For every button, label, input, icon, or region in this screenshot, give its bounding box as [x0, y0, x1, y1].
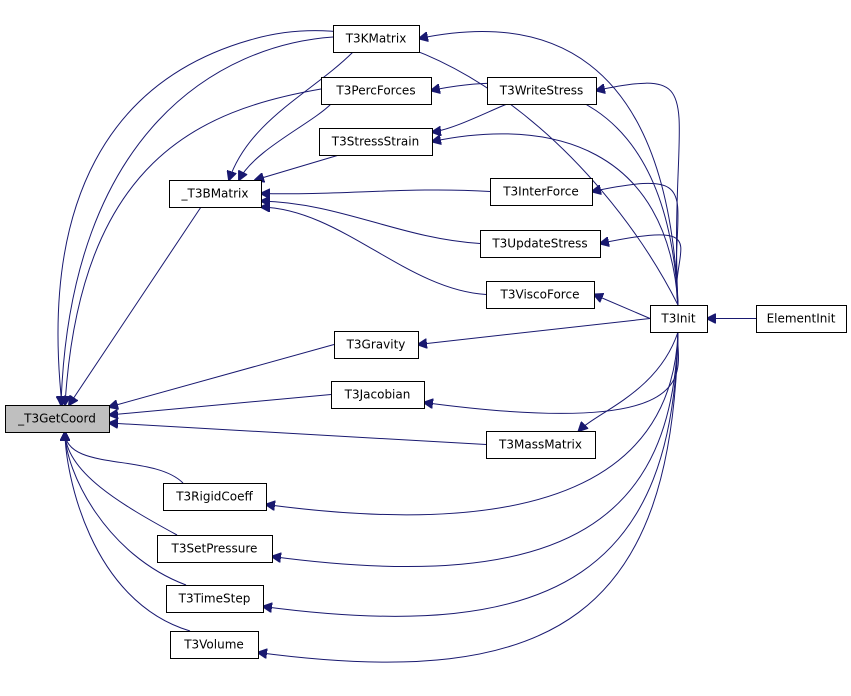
- edge-interforce-to-bmatrix: [261, 190, 491, 194]
- node-label-gravity: T3Gravity: [346, 338, 406, 352]
- node-label-volume: T3Volume: [183, 638, 244, 652]
- edge-init-to-percforces: [431, 82, 679, 306]
- edge-gravity-to-getcoord: [109, 344, 335, 408]
- edge-updatestress-to-bmatrix: [261, 201, 481, 244]
- node-viscoforce[interactable]: T3ViscoForce: [486, 281, 595, 309]
- edge-init-to-stressstrain: [432, 133, 679, 306]
- node-box-elementinit[interactable]: [756, 305, 847, 333]
- nodes-layer: _T3GetCoord _T3BMatrix T3KMatrixT3PercForc…: [5, 25, 847, 659]
- node-gravity[interactable]: T3Gravity: [334, 331, 419, 359]
- node-writestress[interactable]: T3WriteStress: [487, 77, 597, 105]
- node-setpressure[interactable]: T3SetPressure: [157, 535, 273, 563]
- edge-percforces-to-getcoord: [65, 88, 322, 405]
- node-box-gravity[interactable]: [334, 331, 419, 359]
- node-label-setpressure: T3SetPressure: [171, 542, 258, 556]
- edge-init-to-rigidcoeff: [266, 331, 679, 516]
- edge-init-to-setpressure: [272, 331, 679, 568]
- node-stressstrain[interactable]: T3StressStrain: [319, 128, 433, 156]
- node-label-timestep: T3TimeStep: [178, 592, 251, 606]
- node-box-bmatrix[interactable]: [169, 180, 262, 208]
- edge-kmatrix-to-bmatrix: [229, 51, 354, 180]
- edge-bmatrix-to-getcoord: [69, 206, 202, 405]
- node-box-writestress[interactable]: [487, 77, 597, 105]
- node-label-percforces: T3PercForces: [335, 84, 415, 98]
- node-box-updatestress[interactable]: [480, 230, 601, 258]
- node-box-volume[interactable]: [170, 631, 259, 659]
- node-label-elementinit: ElementInit: [767, 312, 836, 326]
- edge-massmatrix-to-getcoord: [109, 423, 487, 445]
- node-box-setpressure[interactable]: [157, 535, 273, 563]
- node-elementinit[interactable]: ElementInit: [756, 305, 847, 333]
- edge-stressstrain-to-bmatrix: [255, 154, 340, 180]
- node-box-rigidcoeff[interactable]: [163, 483, 267, 511]
- edge-timestep-to-getcoord: [65, 432, 187, 586]
- node-box-timestep[interactable]: [166, 585, 264, 613]
- edge-init-to-updatestress: [600, 234, 682, 306]
- node-label-kmatrix: T3KMatrix: [345, 32, 407, 46]
- edge-init-to-massmatrix: [579, 331, 679, 431]
- node-label-interforce: T3InterForce: [502, 185, 579, 199]
- edge-init-to-kmatrix: [419, 30, 679, 306]
- edge-jacobian-to-getcoord: [109, 394, 332, 416]
- edges-layer: [58, 30, 756, 663]
- node-kmatrix[interactable]: T3KMatrix: [333, 25, 420, 53]
- node-label-jacobian: T3Jacobian: [344, 388, 411, 402]
- edge-init-to-jacobian: [424, 331, 679, 414]
- edge-setpressure-to-getcoord: [65, 432, 178, 536]
- node-updatestress[interactable]: T3UpdateStress: [480, 230, 601, 258]
- edge-writestress-to-stressstrain: [432, 103, 508, 132]
- node-bmatrix[interactable]: _T3BMatrix: [169, 180, 262, 208]
- node-getcoord[interactable]: _T3GetCoord: [5, 405, 110, 433]
- edge-init-to-timestep: [263, 331, 679, 617]
- node-massmatrix[interactable]: T3MassMatrix: [486, 431, 596, 459]
- node-box-stressstrain[interactable]: [319, 128, 433, 156]
- node-label-getcoord: _T3GetCoord: [17, 412, 96, 426]
- edge-init-to-interforce: [592, 182, 679, 306]
- node-volume[interactable]: T3Volume: [170, 631, 259, 659]
- edge-init-to-viscoforce: [594, 295, 651, 319]
- node-label-viscoforce: T3ViscoForce: [500, 288, 580, 302]
- node-box-init[interactable]: [650, 305, 708, 333]
- node-timestep[interactable]: T3TimeStep: [166, 585, 264, 613]
- node-percforces[interactable]: T3PercForces: [321, 77, 432, 105]
- node-label-init: T3Init: [660, 312, 695, 326]
- edge-init-to-volume: [258, 331, 679, 663]
- edge-kmatrix-to-getcoord: [61, 36, 334, 405]
- node-label-writestress: T3WriteStress: [499, 84, 584, 98]
- node-label-stressstrain: T3StressStrain: [331, 135, 419, 149]
- node-label-rigidcoeff: T3RigidCoeff: [175, 490, 253, 504]
- node-box-kmatrix[interactable]: [333, 25, 420, 53]
- edge-init-to-gravity: [418, 318, 651, 345]
- edge-volume-to-getcoord: [65, 432, 191, 632]
- edge-init-to-writestress: [596, 82, 680, 306]
- node-label-updatestress: T3UpdateStress: [491, 237, 587, 251]
- node-init[interactable]: T3Init: [650, 305, 708, 333]
- node-box-percforces[interactable]: [321, 77, 432, 105]
- node-box-jacobian[interactable]: [331, 381, 425, 409]
- node-box-massmatrix[interactable]: [486, 431, 596, 459]
- node-box-getcoord[interactable]: [5, 405, 110, 433]
- edge-rigidcoeff-to-getcoord: [65, 432, 184, 484]
- node-interforce[interactable]: T3InterForce: [490, 178, 593, 206]
- edge-viscoforce-to-bmatrix: [261, 207, 487, 295]
- node-rigidcoeff[interactable]: T3RigidCoeff: [163, 483, 267, 511]
- node-label-massmatrix: T3MassMatrix: [498, 438, 582, 452]
- edge-init-to-getcoord: [58, 30, 679, 405]
- node-box-interforce[interactable]: [490, 178, 593, 206]
- node-box-viscoforce[interactable]: [486, 281, 595, 309]
- node-jacobian[interactable]: T3Jacobian: [331, 381, 425, 409]
- edge-percforces-to-bmatrix: [239, 103, 332, 180]
- node-label-bmatrix: _T3BMatrix: [181, 187, 249, 201]
